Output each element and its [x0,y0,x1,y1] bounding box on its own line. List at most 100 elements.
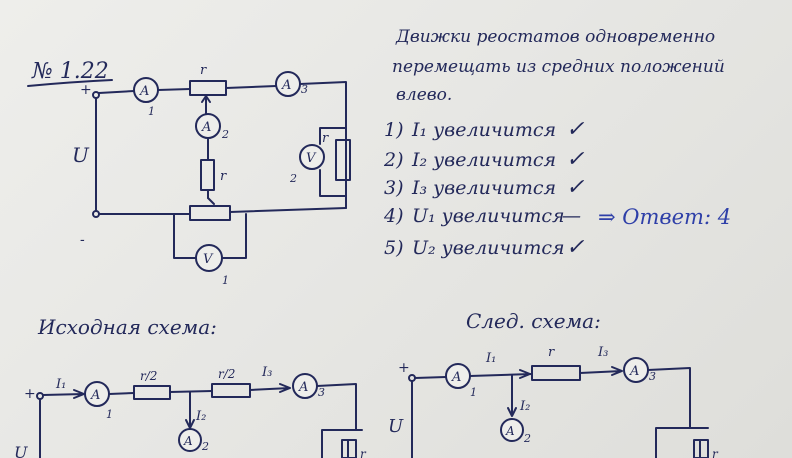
item-3-text: I₃ увеличится [411,177,556,199]
statement-line-2: перемещать из средних положений [392,57,725,77]
plus-terminal-next: + [398,360,410,376]
statement-line-1: Движки реостатов одновременно [395,27,715,47]
item-5-number: 5) [384,237,404,259]
resistor-next-label: r [548,345,555,360]
resistor-middle-label: r [220,169,227,184]
resistor-partial-next-label: r [712,447,719,458]
voltage-label-initial: U [14,443,28,458]
ammeter-a2-initial-index: 2 [201,440,209,453]
top-circuit: + A 1 r A 3 A 2 r r V 2 U - [72,63,351,287]
minus-terminal: - [80,232,85,248]
problem-number-underline [27,79,113,87]
ammeter-a2-next [500,418,524,442]
resistor-half-2 [211,383,251,398]
ammeter-a3-initial-index: 3 [318,386,325,399]
voltmeter-v1 [195,244,223,272]
item-4-mark: — [562,205,581,227]
initial-circuit: + I₁ A 1 r/2 r/2 I₃ A 3 r I₂ A 2 U [14,365,367,458]
wire [469,369,533,379]
next-circuit: + A 1 I₁ r I₃ A 3 r I₂ A 2 U [388,345,719,458]
wire [249,383,291,393]
wire [299,81,347,209]
ammeter-a1-next-index: 1 [470,386,477,399]
ammeter-a2-next-label: A [505,424,515,438]
ammeter-a1-next-label: A [451,370,461,385]
slider-bottom [207,197,215,205]
item-5-text: U₂ увеличится [412,237,565,259]
current-i2-next: I₂ [519,399,530,414]
wire [579,366,623,376]
slider-top [201,95,211,113]
ammeter-a1-initial-index: 1 [106,408,113,421]
voltage-label-top: U [72,143,90,167]
resistor-right [335,139,351,181]
resistor-half-1 [133,385,171,400]
voltmeter-v2-label: V [306,151,317,166]
ammeter-a3-index: 3 [301,83,308,96]
item-1-mark: ✓ [566,117,585,142]
heading-initial-circuit: Исходная схема: [37,315,217,339]
item-2-mark: ✓ [566,147,585,172]
ammeter-a3-next-index: 3 [649,370,656,383]
problem-number: № 1.22 [31,59,109,84]
current-i1-initial: I₁ [55,377,66,392]
wire [229,207,347,213]
ammeter-a2-label: A [201,120,211,135]
item-1-text: I₁ увеличится [411,119,556,141]
answer: ⇒ Ответ: 4 [598,205,731,229]
voltmeter-v1-label: V [203,252,214,267]
wire [173,213,247,259]
resistor-middle [200,159,215,191]
resistor-next [531,365,581,381]
voltmeter-v2 [299,144,325,170]
plus-terminal: + [80,82,92,98]
wire [414,376,447,379]
item-4-number: 4) [383,205,404,227]
wire [157,88,191,91]
item-1-number: 1) [384,119,404,141]
ammeter-a2-index: 2 [221,128,229,141]
wire [507,374,517,417]
current-i3-initial: I₃ [261,365,272,380]
rheostat-top [189,80,227,96]
wire [316,383,363,458]
rheostat-bottom [189,205,231,221]
ammeter-a2-initial [178,428,202,452]
wire [169,390,213,393]
current-i1-next: I₁ [485,351,496,366]
ammeter-a3-label: A [281,78,291,93]
resistor-partial-next [693,439,709,458]
item-5-mark: ✓ [566,235,585,260]
item-3-mark: ✓ [566,175,585,200]
heading-next-circuit: След. схема: [466,309,601,333]
voltmeter-v1-index: 1 [222,274,229,287]
resistor-half-2-label: r/2 [218,367,235,381]
item-2-number: 2) [383,149,404,171]
ammeter-a2-next-index: 2 [523,432,531,445]
wire [319,127,347,197]
ammeter-a3-initial-label: A [298,380,308,395]
resistor-half-1-label: r/2 [140,369,157,383]
ammeter-a1-initial-label: A [90,388,100,403]
current-i2-initial: I₂ [195,409,206,424]
voltage-label-next: U [388,416,404,437]
voltmeter-v2-index: 2 [289,172,297,185]
wire [185,391,195,429]
wire [108,392,135,395]
ammeter-a2-initial-label: A [183,434,193,448]
statement-line-3: влево. [396,85,452,105]
item-2-text: I₂ увеличится [411,149,556,171]
resistor-partial-label: r [360,447,367,458]
plus-terminal-initial: + [24,386,36,402]
item-3-number: 3) [384,177,404,199]
wire [98,90,135,94]
item-4-text: U₁ увеличится [412,205,565,227]
ammeter-a1-label: A [139,84,149,99]
resistor-right-label: r [322,131,329,146]
rheostat-top-label: r [200,63,207,78]
wire [647,367,709,458]
resistor-partial [341,439,357,458]
ammeter-a3-next-label: A [629,364,639,379]
